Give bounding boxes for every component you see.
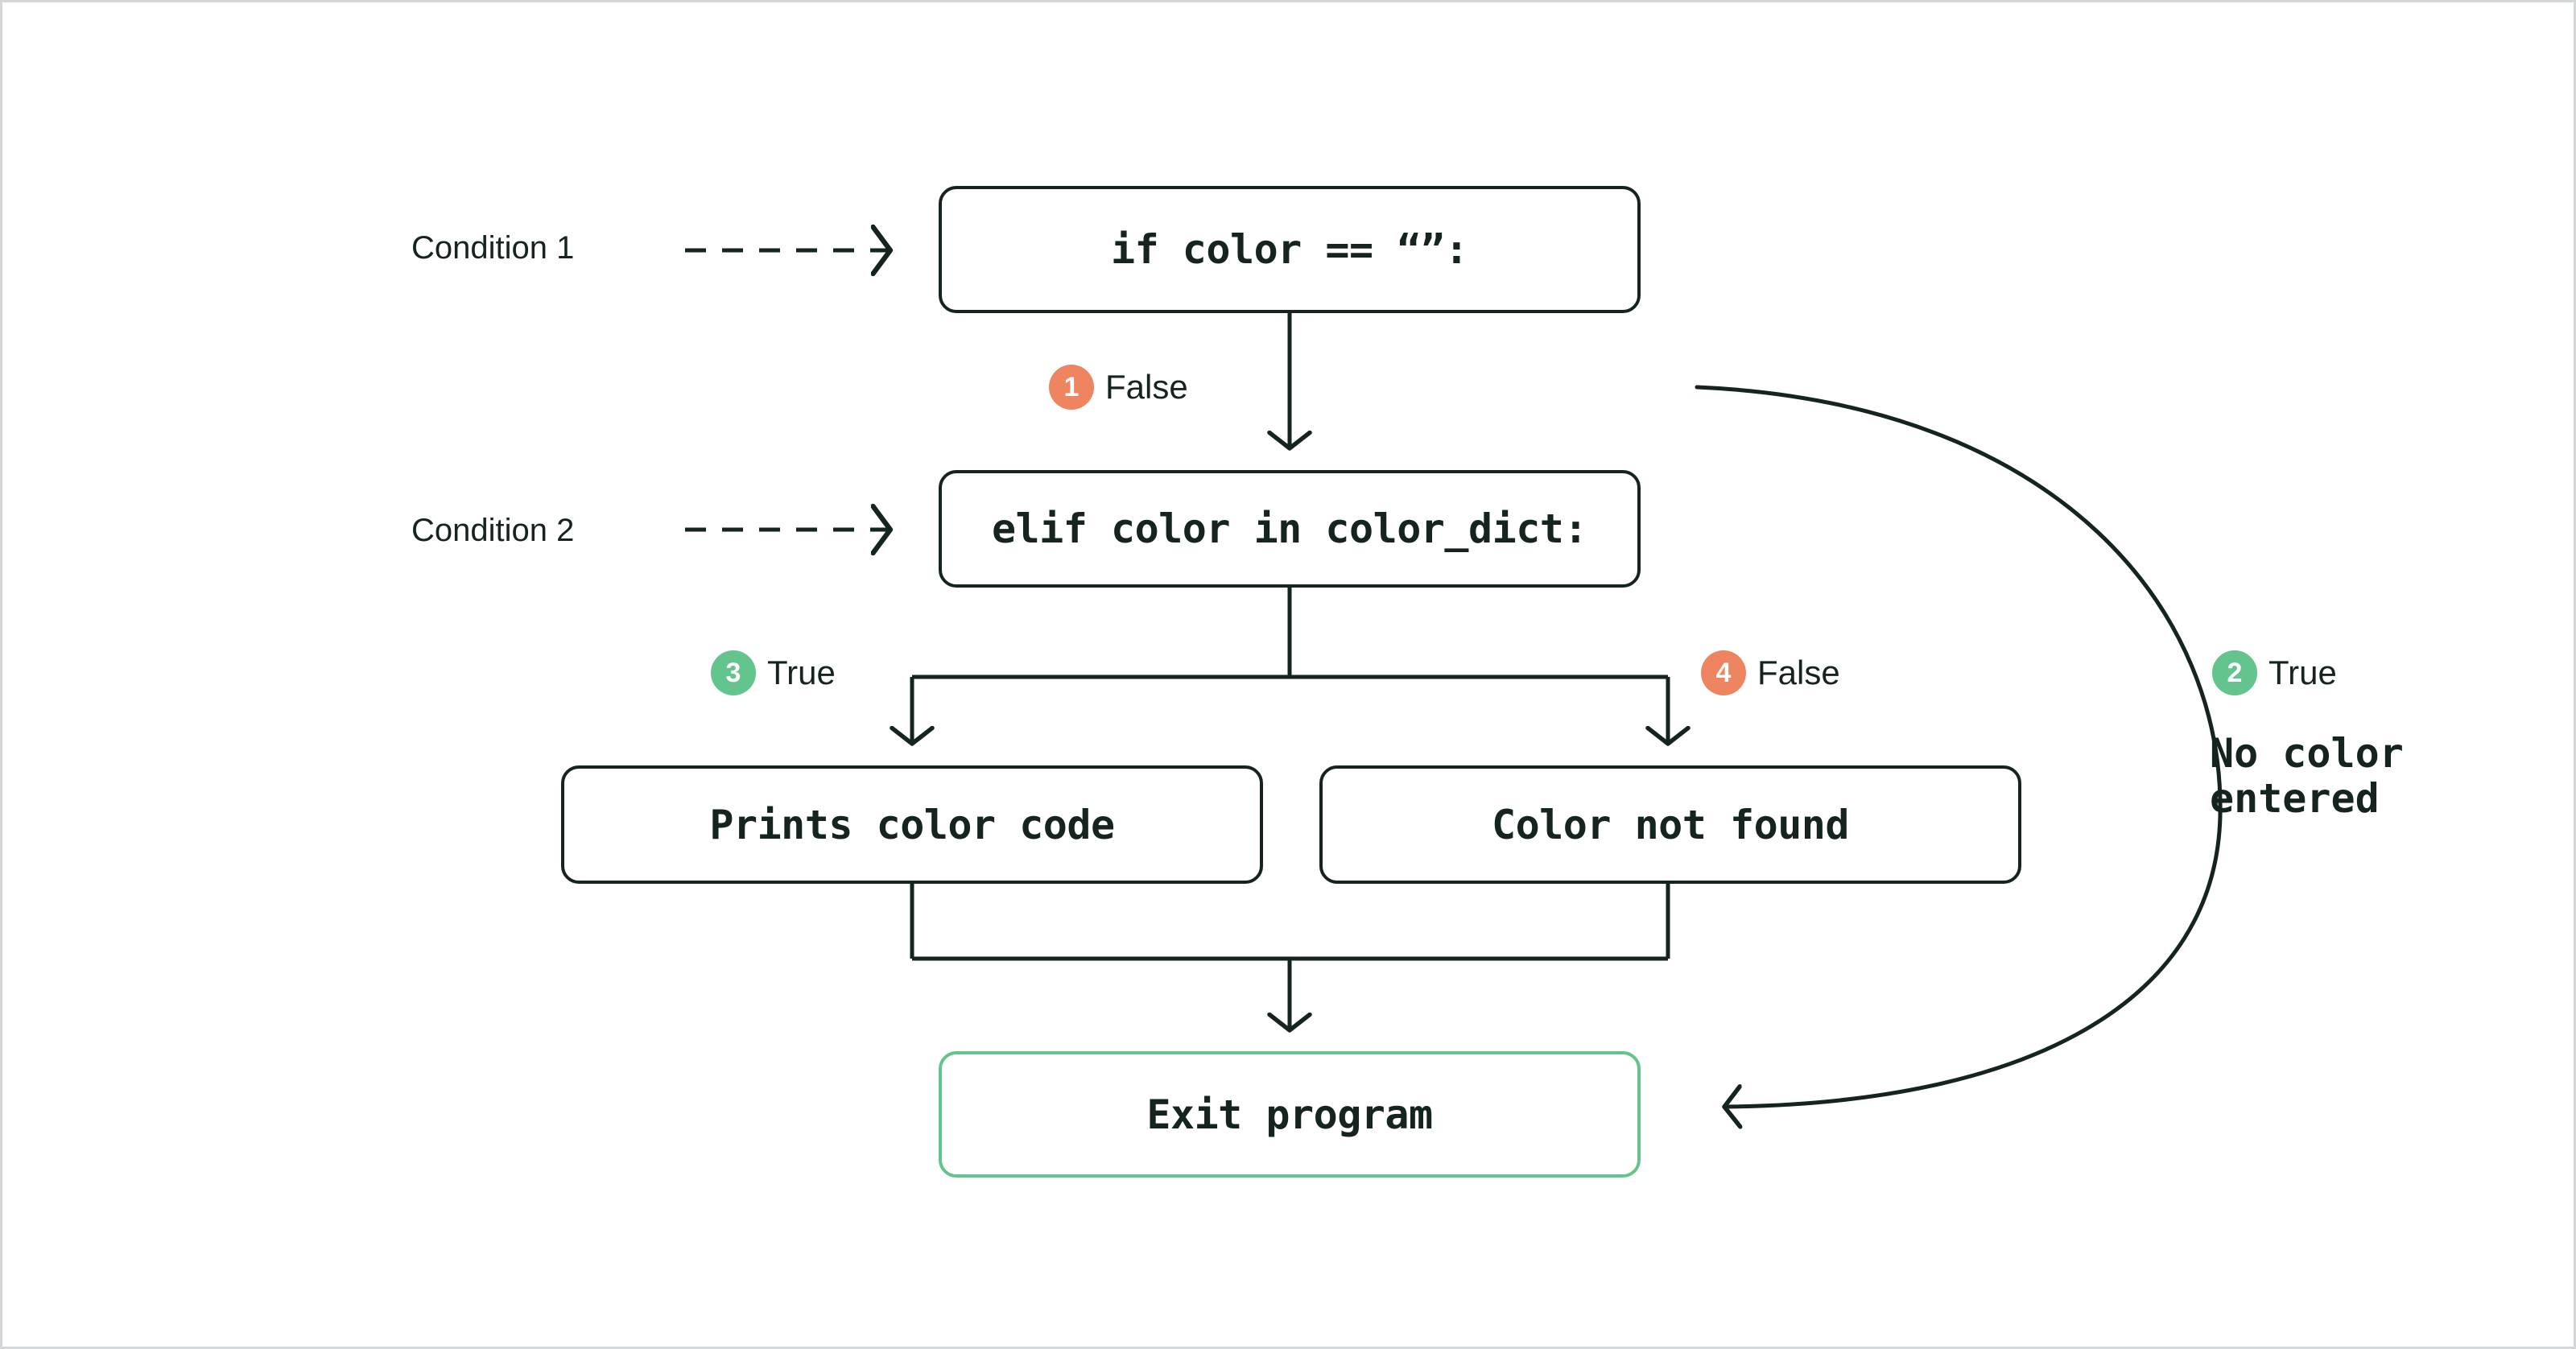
label-condition-2: Condition 2 <box>411 513 575 548</box>
badge-number-1: 1 <box>1049 365 1094 410</box>
node-exit-program[interactable]: Exit program <box>939 1051 1641 1178</box>
branch-text-true: True <box>2268 654 2337 691</box>
badge-number-4: 4 <box>1701 650 1746 695</box>
branch-text-false: False <box>1757 654 1840 691</box>
branch-text-false: False <box>1105 368 1188 406</box>
note-line-1: No color <box>2210 730 2404 777</box>
node-prints-color-code[interactable]: Prints color code <box>561 765 1263 884</box>
note-line-2: entered <box>2210 775 2380 822</box>
label-condition-1: Condition 1 <box>411 230 575 266</box>
branch-label-2-true: 2 True <box>2212 650 2337 695</box>
badge-number-3: 3 <box>711 650 756 695</box>
badge-number-2: 2 <box>2212 650 2257 695</box>
edge-true-loop-to-exit <box>1695 385 2223 1107</box>
branch-label-1-false: 1 False <box>1049 365 1188 410</box>
node-elif-condition[interactable]: elif color in color_dict: <box>939 470 1641 588</box>
branch-label-4-false: 4 False <box>1701 650 1840 695</box>
branch-text-true: True <box>767 654 836 691</box>
note-no-color-entered: No color entered <box>2210 731 2475 821</box>
node-color-not-found[interactable]: Color not found <box>1319 765 2021 884</box>
branch-label-3-true: 3 True <box>711 650 836 695</box>
node-if-condition[interactable]: if color == “”: <box>939 186 1641 313</box>
